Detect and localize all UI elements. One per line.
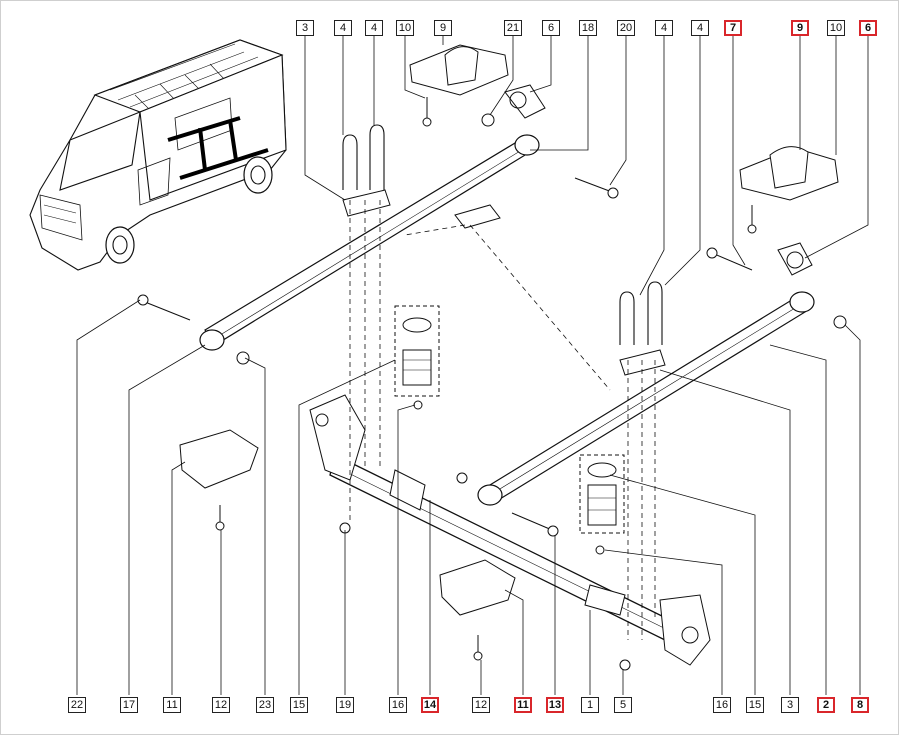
callout-14-bottom-highlighted[interactable]: 14 [421, 697, 439, 713]
callout-4-top-a[interactable]: 4 [334, 20, 352, 36]
callout-20-top[interactable]: 20 [617, 20, 635, 36]
callout-3-top[interactable]: 3 [296, 20, 314, 36]
callout-4-top-c[interactable]: 4 [655, 20, 673, 36]
callout-12-bottom-b[interactable]: 12 [472, 697, 490, 713]
u-bolts [342, 124, 663, 345]
callout-7-top-highlighted[interactable]: 7 [724, 20, 742, 36]
leader-lines [76, 36, 869, 695]
callout-1-bottom[interactable]: 1 [581, 697, 599, 713]
callout-13-bottom-highlighted[interactable]: 13 [546, 697, 564, 713]
callout-22-bottom[interactable]: 22 [68, 697, 86, 713]
callout-15-bottom-b[interactable]: 15 [746, 697, 764, 713]
lower-leaf-spring [477, 291, 815, 506]
callout-10-top-b[interactable]: 10 [827, 20, 845, 36]
mounting-brackets [179, 44, 839, 616]
shackles [504, 84, 813, 276]
callout-4-top-d[interactable]: 4 [691, 20, 709, 36]
assembly-lines [349, 200, 656, 640]
callout-17-bottom[interactable]: 17 [120, 697, 138, 713]
callout-8-bottom-highlighted[interactable]: 8 [851, 697, 869, 713]
callout-11-bottom-highlighted[interactable]: 11 [514, 697, 532, 713]
callout-23-bottom[interactable]: 23 [256, 697, 274, 713]
callout-21-top[interactable]: 21 [504, 20, 522, 36]
clamp-plates [342, 189, 666, 376]
callout-9-top-highlighted[interactable]: 9 [791, 20, 809, 36]
callout-6-top-highlighted[interactable]: 6 [859, 20, 877, 36]
callout-19-bottom[interactable]: 19 [336, 697, 354, 713]
bolts-and-nuts [137, 97, 847, 671]
callout-15-bottom[interactable]: 15 [290, 697, 308, 713]
callout-18-top[interactable]: 18 [579, 20, 597, 36]
callout-5-bottom[interactable]: 5 [614, 697, 632, 713]
callout-16-bottom-b[interactable]: 16 [713, 697, 731, 713]
axle-beam [309, 394, 711, 666]
callout-16-bottom[interactable]: 16 [389, 697, 407, 713]
callout-12-bottom[interactable]: 12 [212, 697, 230, 713]
van-illustration [29, 39, 287, 271]
callout-9-top[interactable]: 9 [434, 20, 452, 36]
callout-4-top-b[interactable]: 4 [365, 20, 383, 36]
callout-2-bottom-highlighted[interactable]: 2 [817, 697, 835, 713]
callout-6-top[interactable]: 6 [542, 20, 560, 36]
callout-3-bottom[interactable]: 3 [781, 697, 799, 713]
callout-11-bottom[interactable]: 11 [163, 697, 181, 713]
callout-10-top[interactable]: 10 [396, 20, 414, 36]
bump-stops [394, 305, 625, 534]
